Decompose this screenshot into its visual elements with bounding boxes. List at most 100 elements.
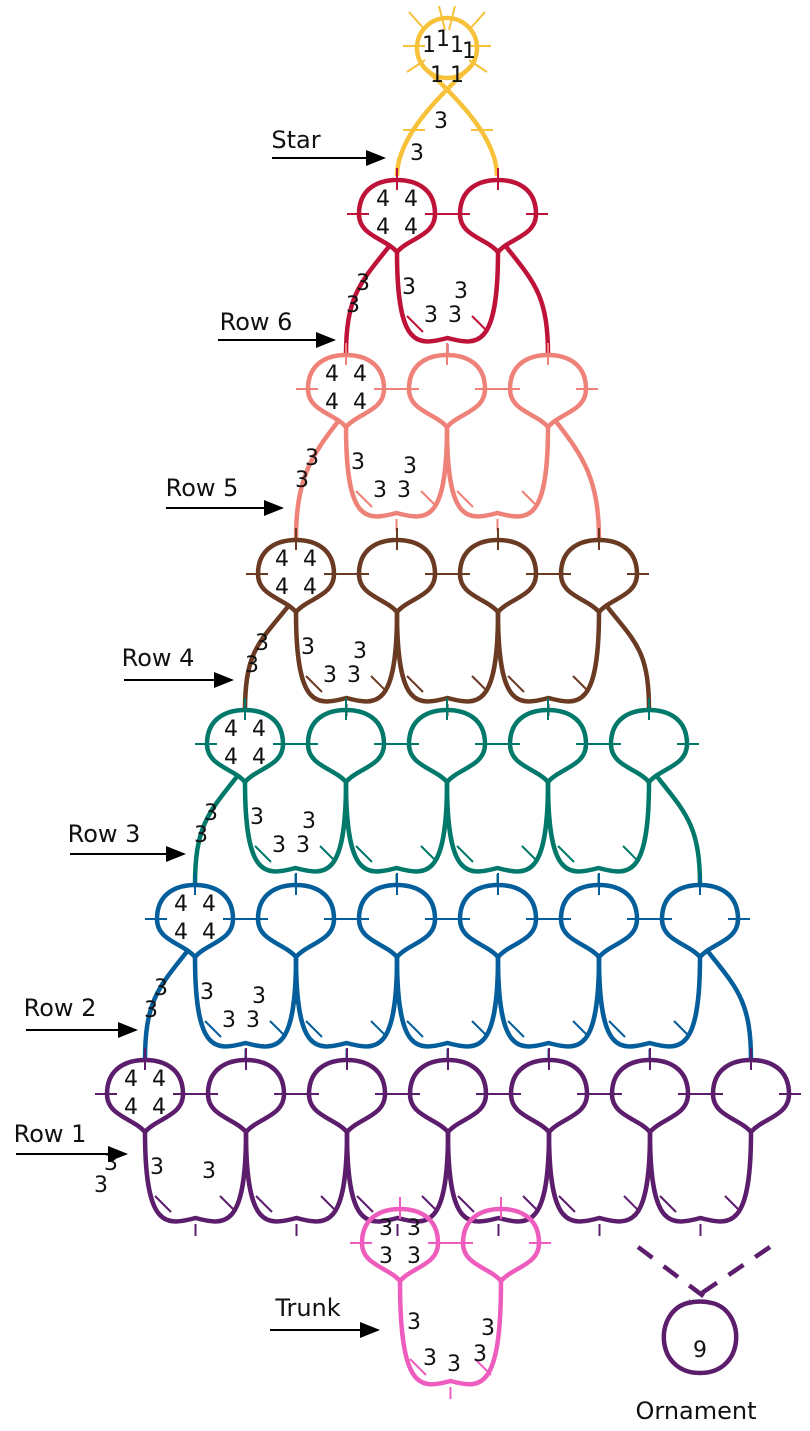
- tatted-ring: [255, 537, 337, 616]
- stitch-count: 4: [303, 547, 317, 572]
- ornament-label: Ornament: [635, 1397, 756, 1425]
- tatted-ring: [406, 707, 488, 786]
- picot-mark: [406, 315, 424, 333]
- picot-mark: [623, 1195, 641, 1213]
- stitch-count: 3: [447, 1352, 461, 1377]
- stitch-count: 4: [174, 920, 188, 945]
- stitch-count: 4: [404, 215, 418, 240]
- picot-mark: [370, 675, 388, 693]
- stitch-count: 4: [275, 575, 289, 600]
- stitch-count: 3: [448, 303, 462, 328]
- stitch-count: 3: [481, 1316, 495, 1341]
- stitch-count: 3: [204, 801, 218, 826]
- stitch-count: 3: [403, 454, 417, 479]
- side-chain: [704, 947, 754, 1061]
- tatted-ring: [710, 1057, 792, 1136]
- stitch-count: 4: [303, 575, 317, 600]
- tatted-ring: [104, 1057, 186, 1136]
- picot-mark: [471, 675, 489, 693]
- picot-mark: [254, 845, 272, 863]
- row-label: Trunk: [274, 1294, 340, 1322]
- picot-mark: [474, 1358, 492, 1376]
- stitch-count: 1: [450, 63, 464, 88]
- row-label: Row 3: [68, 820, 141, 848]
- tatted-ring: [356, 177, 438, 256]
- stitch-count: 3: [407, 1244, 421, 1269]
- stitch-count: 3: [373, 478, 387, 503]
- stitch-count: 4: [124, 1067, 138, 1092]
- picot-mark: [558, 1195, 576, 1213]
- stitch-count: 3: [301, 635, 315, 660]
- stitch-count: 3: [346, 293, 360, 318]
- tatted-ring: [558, 882, 640, 961]
- picot-mark: [219, 1195, 237, 1213]
- stitch-count: 3: [295, 468, 309, 493]
- stitch-count: 3: [473, 1342, 487, 1367]
- picot-mark: [457, 1195, 475, 1213]
- stitch-count: 3: [250, 805, 264, 830]
- stitch-count: 3: [144, 998, 158, 1023]
- picot-mark: [370, 1020, 388, 1038]
- picot-mark: [406, 59, 426, 73]
- stitch-count: 3: [410, 141, 424, 166]
- stitch-count: 3: [356, 271, 370, 296]
- stitch-count: 4: [252, 717, 266, 742]
- stitch-count: 3: [245, 653, 259, 678]
- chain-arc: [647, 1131, 754, 1224]
- stitch-count: 3: [246, 1008, 260, 1033]
- tatted-ring: [305, 707, 387, 786]
- stitch-count: 4: [353, 362, 367, 387]
- tatted-ring: [609, 1057, 691, 1136]
- stitch-count: 4: [224, 717, 238, 742]
- row-label: Row 6: [220, 308, 293, 336]
- picot-mark: [305, 1020, 323, 1038]
- side-chain: [192, 772, 241, 886]
- picot-mark: [356, 1195, 374, 1213]
- stitch-count: 1: [422, 33, 436, 58]
- stitch-count: 3: [200, 980, 214, 1005]
- stitch-count: 3: [407, 1216, 421, 1241]
- tatted-ring: [154, 882, 236, 961]
- stitch-count: 3: [454, 279, 468, 304]
- tatted-ring: [507, 707, 589, 786]
- row-label: Row 5: [166, 474, 239, 502]
- row-label: Row 2: [24, 994, 97, 1022]
- stitch-count: 4: [224, 745, 238, 770]
- stitch-count: 3: [347, 663, 361, 688]
- picot-mark: [438, 5, 446, 31]
- picot-mark: [608, 1020, 626, 1038]
- stitch-count: 4: [174, 892, 188, 917]
- side-chain: [242, 602, 292, 711]
- picot-mark: [409, 1358, 427, 1376]
- stitch-count: 1: [436, 27, 450, 52]
- picot-mark: [468, 59, 488, 73]
- stitch-count: 3: [407, 1310, 421, 1335]
- stitch-count: 3: [379, 1244, 393, 1269]
- stitch-count: 3: [423, 1346, 437, 1371]
- stitch-count: 4: [152, 1067, 166, 1092]
- tatted-ring: [407, 1057, 489, 1136]
- stitch-count: 4: [325, 390, 339, 415]
- ornament-thread: [688, 1245, 772, 1303]
- stitch-count: 4: [353, 390, 367, 415]
- stitch-count: 4: [376, 187, 390, 212]
- chain-arc: [293, 956, 400, 1049]
- picot-mark: [269, 1020, 287, 1038]
- stitch-count: 3: [305, 446, 319, 471]
- chain-arc: [242, 781, 349, 874]
- picot-mark: [507, 1020, 525, 1038]
- stitch-count: 4: [325, 362, 339, 387]
- stitch-count: 3: [154, 976, 168, 1001]
- stitch-count: 4: [152, 1095, 166, 1120]
- tatted-ring: [356, 882, 438, 961]
- row-label: Row 4: [122, 644, 195, 672]
- chain-arc: [243, 1131, 350, 1224]
- side-chain: [502, 242, 551, 356]
- picot-mark: [673, 1020, 691, 1038]
